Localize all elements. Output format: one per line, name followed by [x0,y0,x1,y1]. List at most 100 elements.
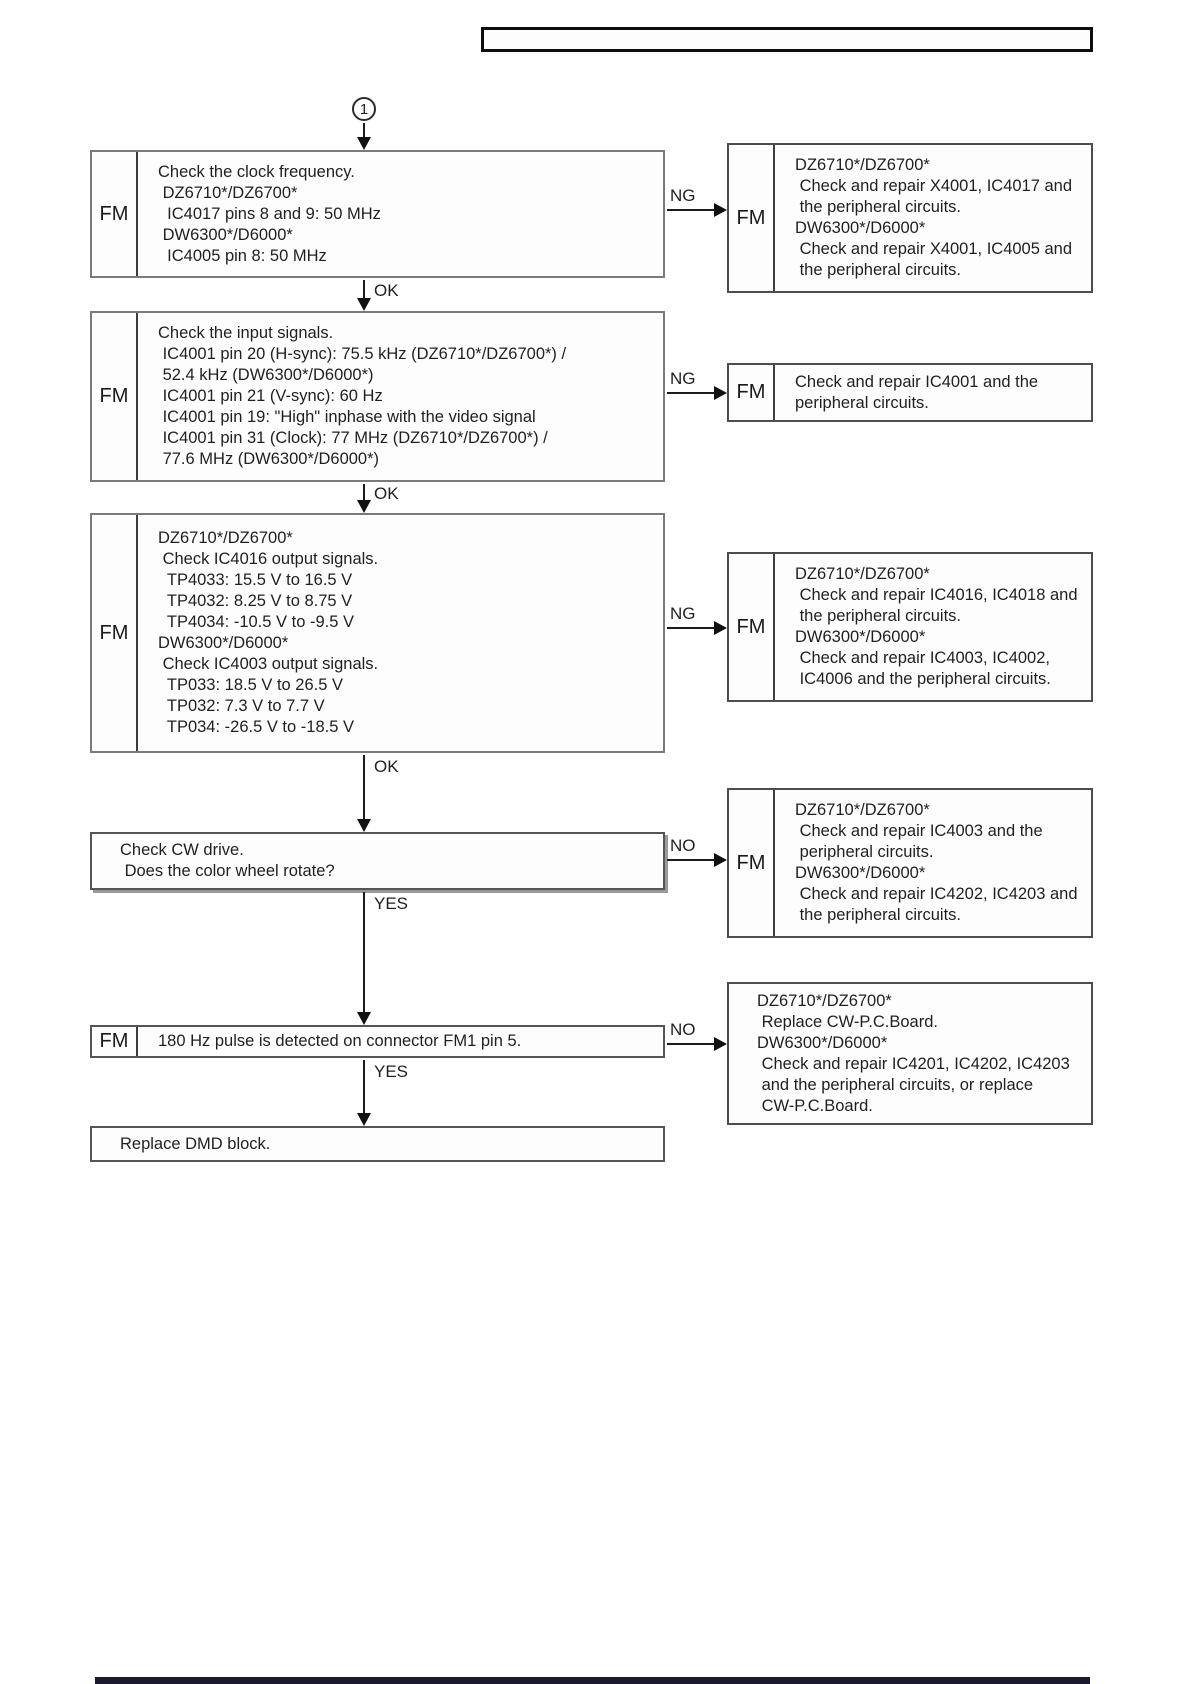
edge-label-ok-1: OK [374,281,399,300]
text-line: DZ6710*/DZ6700* [795,156,930,174]
branch-text: DZ6710*/DZ6700* Check and repair IC4016,… [775,554,1091,700]
fm-badge: FM [729,145,775,291]
text-line: the peripheral circuits. [795,261,961,279]
arrow-step2-to-branch2 [667,392,715,394]
text-line: IC4001 pin 31 (Clock): 77 MHz (DZ6710*/D… [158,429,548,447]
edge-label-ok-3: OK [374,757,399,776]
text-line: the peripheral circuits. [795,906,961,924]
text-line: DW6300*/D6000* [795,864,926,882]
text-line: TP4033: 15.5 V to 16.5 V [158,571,353,589]
text-line: peripheral circuits. [795,393,929,412]
flow-step-clock-frequency: FM Check the clock frequency. DZ6710*/DZ… [90,150,665,278]
text-line: IC4005 pin 8: 50 MHz [158,246,327,265]
text-line: Check and repair IC4016, IC4018 and [795,586,1078,604]
connector-circle: 1 [352,97,376,121]
edge-label-ok-2: OK [374,484,399,503]
step-text: 180 Hz pulse is detected on connector FM… [138,1027,663,1056]
arrowhead-right-icon [714,203,727,217]
flow-step-output-signals: FM DZ6710*/DZ6700* Check IC4016 output s… [90,513,665,753]
edge-label-ng-2: NG [670,369,696,388]
step-text: Replace DMD block. [92,1128,663,1160]
text-line: Check and repair IC4001 and the [795,372,1039,391]
text-line: DZ6710*/DZ6700* [158,529,293,547]
arrow-connector-to-step1 [363,123,365,139]
arrow-step3-to-step4 [363,755,365,820]
connector-label: 1 [359,100,369,118]
arrowhead-down-icon [357,1113,371,1126]
text-line: DZ6710*/DZ6700* [795,565,930,583]
text-line: DW6300*/D6000* [795,219,926,237]
flow-step-cw-drive: Check CW drive. Does the color wheel rot… [90,832,665,890]
arrow-step4-to-step5 [363,892,365,1013]
branch-text: DZ6710*/DZ6700* Replace CW-P.C.Board. DW6… [729,984,1091,1123]
text-line: IC4017 pins 8 and 9: 50 MHz [158,204,381,223]
text-line: DZ6710*/DZ6700* [757,991,892,1010]
text-line: TP034: -26.5 V to -18.5 V [158,718,354,736]
arrowhead-down-icon [357,298,371,311]
branch-repair-ic4001: FM Check and repair IC4001 and the periph… [727,363,1093,422]
arrowhead-down-icon [357,819,371,832]
text-line: IC4001 pin 21 (V-sync): 60 Hz [158,387,383,405]
text-line: 52.4 kHz (DW6300*/D6000*) [158,366,374,384]
text-line: DW6300*/D6000* [757,1033,888,1052]
fm-badge: FM [729,790,775,936]
branch-repair-ic4003: FM DZ6710*/DZ6700* Check and repair IC40… [727,788,1093,938]
text-line: DZ6710*/DZ6700* [795,801,930,819]
arrow-step1-to-step2 [363,280,365,299]
step-text: DZ6710*/DZ6700* Check IC4016 output sign… [138,515,663,751]
arrowhead-right-icon [714,1037,727,1051]
edge-label-ng-1: NG [670,186,696,205]
step-text: Check the input signals. IC4001 pin 20 (… [138,313,663,480]
branch-text: DZ6710*/DZ6700* Check and repair X4001, … [775,145,1091,291]
text-line: Check CW drive. [120,841,244,859]
branch-replace-cw-pcb: DZ6710*/DZ6700* Replace CW-P.C.Board. DW6… [727,982,1093,1125]
fm-badge: FM [92,313,138,480]
text-line: Replace DMD block. [120,1134,271,1153]
fm-badge: FM [92,1027,138,1056]
arrow-step3-to-branch3 [667,627,715,629]
text-line: Check the clock frequency. [158,162,355,181]
branch-text: DZ6710*/DZ6700* Check and repair IC4003 … [775,790,1091,936]
step-text: Check CW drive. Does the color wheel rot… [92,834,663,888]
edge-label-no-1: NO [670,836,696,855]
text-line: IC4001 pin 19: "High" inphase with the v… [158,408,536,426]
arrow-step5-to-branch5 [667,1043,715,1045]
edge-label-yes-2: YES [374,1062,409,1081]
text-line: DW6300*/D6000* [158,634,289,652]
text-line: Check IC4016 output signals. [158,550,379,568]
text-line: Check and repair IC4202, IC4203 and [795,885,1078,903]
branch-text: Check and repair IC4001 and the periphera… [775,365,1091,420]
flow-step-replace-dmd: Replace DMD block. [90,1126,665,1162]
header-box [481,27,1093,52]
text-line: Check and repair IC4003, IC4002, [795,649,1050,667]
arrow-step5-to-step6 [363,1060,365,1114]
arrowhead-right-icon [714,386,727,400]
arrow-step1-to-branch1 [667,209,715,211]
text-line: peripheral circuits. [795,843,934,861]
branch-repair-ic4016: FM DZ6710*/DZ6700* Check and repair IC40… [727,552,1093,702]
text-line: TP4034: -10.5 V to -9.5 V [158,613,354,631]
text-line: 180 Hz pulse is detected on connector FM… [158,1032,522,1050]
text-line: Check and repair X4001, IC4005 and [795,240,1073,258]
branch-repair-x4001: FM DZ6710*/DZ6700* Check and repair X400… [727,143,1093,293]
edge-label-no-2: NO [670,1020,696,1039]
text-line: CW-P.C.Board. [757,1096,873,1115]
fm-badge: FM [92,152,138,276]
text-line: Does the color wheel rotate? [120,862,335,880]
text-line: Replace CW-P.C.Board. [757,1012,938,1031]
text-line: DW6300*/D6000* [158,225,293,244]
text-line: 77.6 MHz (DW6300*/D6000*) [158,450,380,468]
text-line: Check and repair IC4003 and the [795,822,1043,840]
fm-badge: FM [729,365,775,420]
flow-step-input-signals: FM Check the input signals. IC4001 pin 2… [90,311,665,482]
text-line: the peripheral circuits. [795,607,961,625]
edge-label-yes-1: YES [374,894,409,913]
text-line: the peripheral circuits. [795,198,961,216]
text-line: DW6300*/D6000* [795,628,926,646]
arrowhead-down-icon [357,500,371,513]
text-line: Check the input signals. [158,324,334,342]
text-line: Check and repair X4001, IC4017 and [795,177,1073,195]
arrowhead-down-icon [357,1012,371,1025]
text-line: TP4032: 8.25 V to 8.75 V [158,592,353,610]
